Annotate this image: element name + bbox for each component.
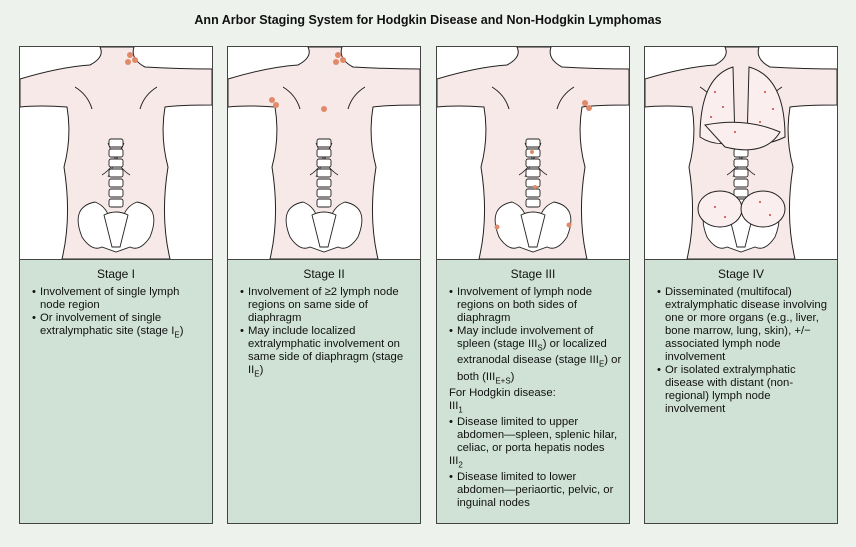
stage-label: Stage IV — [717, 267, 765, 281]
bullet: Or involvement of single extralymphatic … — [32, 312, 206, 341]
stage-3-panel: Stage III Involvement of lymph node regi… — [436, 46, 630, 524]
substage-iii1: III1 — [449, 399, 463, 414]
stage-4-illustration — [644, 46, 838, 260]
stage-label: Stage I — [96, 267, 136, 281]
bullet: May include localized extralymphatic inv… — [240, 325, 414, 380]
bullet: Disseminated (multifocal) extralymphatic… — [657, 286, 831, 364]
stage-label: Stage II — [303, 267, 345, 281]
stage-1-description: Stage I Involvement of single lymph node… — [20, 260, 212, 523]
bullet: May include involvement of spleen (stage… — [449, 325, 623, 387]
stage-3-illustration — [436, 46, 630, 260]
bullet: Or isolated extralymphatic disease with … — [657, 364, 831, 416]
bullet: Involvement of lymph node regions on bot… — [449, 286, 623, 325]
stage-2-description: Stage II Involvement of ≥2 lymph node re… — [228, 260, 420, 523]
lymph-node-icon — [125, 52, 138, 65]
disease-dots — [710, 91, 774, 218]
lymph-node-icon — [269, 52, 346, 112]
stage-label: Stage III — [510, 267, 556, 281]
stage-1-illustration — [19, 46, 213, 260]
bullet: Disease limited to upper abdomen—spleen,… — [449, 416, 623, 455]
bullet: Involvement of ≥2 lymph node regions on … — [240, 286, 414, 325]
stage-4-panel: Stage IV Disseminated (multifocal) extra… — [644, 46, 838, 524]
bullet: Involvement of single lymph node region — [32, 286, 206, 312]
hodgkin-label: For Hodgkin disease: — [449, 386, 556, 399]
substage-iii2: III2 — [449, 455, 463, 470]
organs-icon — [697, 66, 786, 228]
stage-2-panel: Stage II Involvement of ≥2 lymph node re… — [227, 46, 421, 524]
stage-2-illustration — [227, 46, 421, 260]
bullet: Disease limited to lower abdomen—periaor… — [449, 471, 623, 510]
stage-4-description: Stage IV Disseminated (multifocal) extra… — [645, 260, 837, 523]
lymph-node-icon — [494, 100, 592, 230]
stage-1-panel: Stage I Involvement of single lymph node… — [19, 46, 213, 524]
diagram-title: Ann Arbor Staging System for Hodgkin Dis… — [194, 13, 662, 27]
stage-3-description: Stage III Involvement of lymph node regi… — [437, 260, 629, 523]
